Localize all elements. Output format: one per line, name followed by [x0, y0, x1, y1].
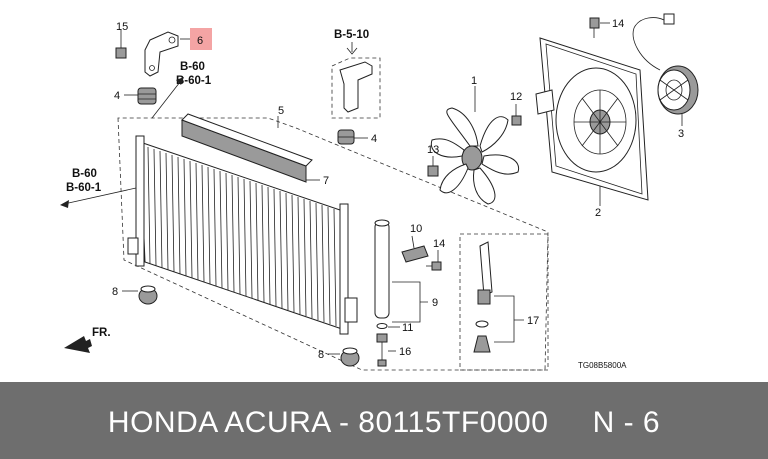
part-number-label: HONDA ACURA - 80115TF0000 N - 6 — [107, 406, 661, 439]
callout-3: 3 — [678, 128, 684, 140]
bracket-b510-part — [339, 61, 373, 113]
direction-label: FR. — [92, 327, 111, 339]
bolt-16-part — [376, 333, 388, 367]
shroud-2-part — [535, 37, 649, 201]
drawing-code: TG08B5800A — [578, 361, 627, 370]
callout-14-lower: 14 — [433, 238, 445, 250]
desiccant-17-part — [473, 241, 493, 353]
callout-8-left: 8 — [112, 286, 118, 298]
callout-16: 16 — [399, 346, 411, 358]
cushion-8-left-part — [138, 285, 158, 305]
callout-8-bottom: 8 — [318, 349, 324, 361]
front-direction-arrow: FR. — [64, 327, 111, 353]
callout-6-highlight — [190, 28, 212, 50]
ref-b601-left: B-60-1 — [66, 182, 102, 194]
callout-10: 10 — [410, 223, 422, 235]
callout-1: 1 — [471, 75, 477, 87]
fan-1-part — [430, 107, 520, 205]
receiver-9-part — [374, 219, 390, 319]
callout-17: 17 — [527, 315, 539, 327]
motor-3-part — [632, 13, 699, 115]
ref-b510: B-5-10 — [334, 29, 369, 41]
cushion-8-bottom-part — [340, 347, 360, 367]
bolt-14-top-part — [589, 17, 600, 38]
ref-b60-left: B-60 — [72, 168, 97, 180]
condenser-5-part — [127, 135, 358, 335]
callout-4-right: 4 — [371, 133, 377, 145]
footer-bar: HONDA ACURA - 80115TF0000 N - 6 — [0, 382, 768, 459]
bolt-15-part — [115, 38, 127, 59]
cushion-4-right-part — [337, 129, 355, 145]
nut-12-part — [511, 115, 522, 126]
nut-13-part — [427, 165, 439, 177]
callout-14-top: 14 — [612, 18, 624, 30]
cushion-4-top-part — [137, 87, 157, 105]
callout-2: 2 — [595, 207, 601, 219]
callout-9: 9 — [432, 297, 438, 309]
oring-11-part — [376, 323, 388, 329]
bracket-10-part — [401, 245, 429, 263]
callout-15: 15 — [116, 21, 128, 33]
seal-7-part — [181, 113, 313, 183]
callout-7: 7 — [323, 175, 329, 187]
ref-b601-top: B-60-1 — [176, 75, 212, 87]
ref-b60-top: B-60 — [180, 61, 205, 73]
callout-5: 5 — [278, 105, 284, 117]
bracket-part — [144, 31, 179, 77]
callout-11: 11 — [402, 322, 413, 334]
callout-13: 13 — [427, 144, 439, 156]
callout-12: 12 — [510, 91, 522, 103]
callout-4-top: 4 — [114, 90, 120, 102]
bolt-14-lower-part — [426, 261, 442, 271]
condenser-fan-diagram: 15 6 B-60 B-60-1 4 B-5-10 4 B-60 B-60-1 — [60, 13, 699, 371]
callout-6: 6 — [197, 35, 203, 47]
